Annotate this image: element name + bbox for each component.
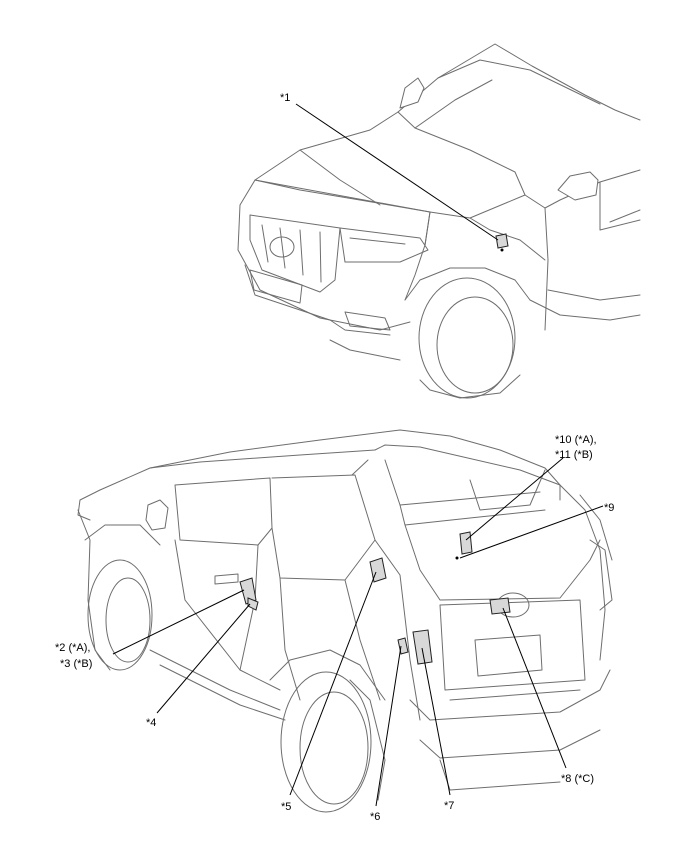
callout-11-b: *11 (*B) — [555, 449, 593, 461]
part-9-10-11-component — [459, 531, 473, 555]
leader-line-5 — [289, 571, 377, 796]
callout-9: *9 — [604, 502, 614, 514]
callout-2-a: *2 (*A), — [55, 642, 90, 654]
callout-7: *7 — [444, 800, 454, 812]
front-vehicle-illustration — [237, 43, 641, 399]
part-4-component — [247, 597, 259, 611]
callout-3-b: *3 (*B) — [60, 658, 92, 670]
leader-line-1 — [295, 103, 499, 241]
callout-5: *5 — [281, 801, 291, 813]
part-5-component — [369, 557, 387, 583]
leader-line-7 — [421, 647, 451, 796]
callout-8: *8 (*C) — [561, 773, 594, 785]
leader-line-8 — [502, 607, 567, 769]
part-2-3-component — [239, 577, 257, 605]
leader-line-4 — [156, 603, 251, 714]
rear-vehicle-illustration — [77, 429, 613, 813]
leader-line-2-3 — [112, 589, 245, 655]
callout-labels: *1 *2 (*A), *3 (*B) *4 *5 *6 *7 *8 (*C) … — [55, 92, 614, 823]
leader-lines — [112, 103, 604, 807]
part-7-component — [412, 629, 433, 665]
part-6-component — [397, 637, 409, 655]
callout-1: *1 — [280, 92, 290, 104]
callout-4: *4 — [146, 717, 156, 729]
part-8-component — [489, 597, 511, 615]
leader-line-10-11 — [465, 457, 564, 541]
leader-line-6 — [375, 645, 402, 807]
part-1-component — [495, 233, 509, 249]
callout-10-a: *10 (*A), — [555, 434, 597, 446]
leader-line-9 — [459, 505, 604, 559]
callout-6: *6 — [370, 811, 380, 823]
